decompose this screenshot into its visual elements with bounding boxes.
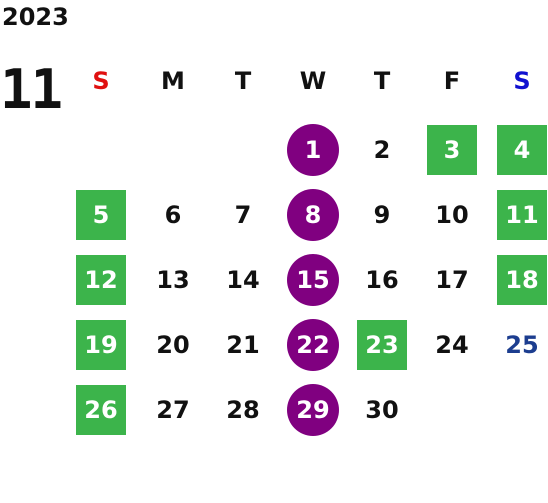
weekday-sat: S xyxy=(513,67,531,95)
weekday-thu: T xyxy=(373,67,391,95)
calendar-day-25[interactable]: 25 xyxy=(505,331,539,359)
calendar-day-18[interactable]: 18 xyxy=(497,255,547,305)
calendar-day-1[interactable]: 1 xyxy=(287,124,339,176)
calendar-day-13[interactable]: 13 xyxy=(156,266,190,294)
calendar-day-7[interactable]: 7 xyxy=(234,201,252,229)
calendar-day-22[interactable]: 22 xyxy=(287,319,339,371)
calendar-day-8[interactable]: 8 xyxy=(287,189,339,241)
calendar-day-20[interactable]: 20 xyxy=(156,331,190,359)
calendar-day-12[interactable]: 12 xyxy=(76,255,126,305)
weekday-tue: T xyxy=(234,67,252,95)
weekday-fri: F xyxy=(443,67,461,95)
calendar-day-3[interactable]: 3 xyxy=(427,125,477,175)
calendar-day-4[interactable]: 4 xyxy=(497,125,547,175)
weekday-sun: S xyxy=(92,67,110,95)
calendar-day-23[interactable]: 23 xyxy=(357,320,407,370)
calendar-day-2[interactable]: 2 xyxy=(373,136,391,164)
calendar-day-19[interactable]: 19 xyxy=(76,320,126,370)
calendar-day-28[interactable]: 28 xyxy=(226,396,260,424)
calendar-day-21[interactable]: 21 xyxy=(226,331,260,359)
calendar-day-14[interactable]: 14 xyxy=(226,266,260,294)
calendar-day-6[interactable]: 6 xyxy=(164,201,182,229)
calendar-day-16[interactable]: 16 xyxy=(365,266,399,294)
calendar-day-5[interactable]: 5 xyxy=(76,190,126,240)
calendar-day-30[interactable]: 30 xyxy=(365,396,399,424)
calendar-day-9[interactable]: 9 xyxy=(373,201,391,229)
month-number: 11 xyxy=(0,58,63,121)
calendar-day-17[interactable]: 17 xyxy=(435,266,469,294)
calendar-day-29[interactable]: 29 xyxy=(287,384,339,436)
year-label: 2023 xyxy=(2,3,69,31)
calendar-day-10[interactable]: 10 xyxy=(435,201,469,229)
calendar-day-15[interactable]: 15 xyxy=(287,254,339,306)
calendar-day-11[interactable]: 11 xyxy=(497,190,547,240)
calendar-day-27[interactable]: 27 xyxy=(156,396,190,424)
calendar-day-26[interactable]: 26 xyxy=(76,385,126,435)
weekday-wed: W xyxy=(299,67,327,95)
calendar-day-24[interactable]: 24 xyxy=(435,331,469,359)
weekday-mon: M xyxy=(161,67,185,95)
